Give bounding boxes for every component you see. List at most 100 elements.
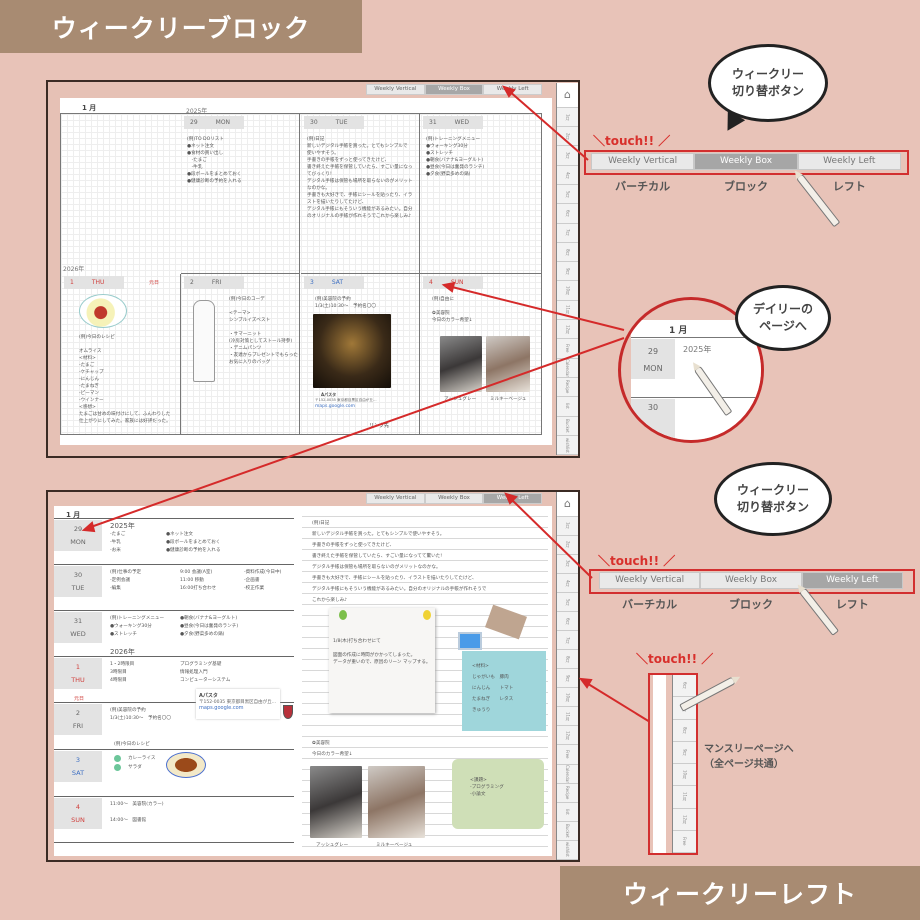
- month-tab[interactable]: 2月: [557, 535, 578, 555]
- month-tab[interactable]: 4月: [557, 165, 578, 185]
- note-line: デジタル手帳は保管も場所を取らないのがメリット: [307, 179, 413, 184]
- month-tab[interactable]: Calendar: [557, 358, 578, 378]
- month-tab[interactable]: 11月: [557, 300, 578, 321]
- seg-weekly-left[interactable]: Weekly Left: [797, 153, 901, 170]
- month-tab[interactable]: wishlist: [557, 840, 578, 860]
- seg-weekly-left[interactable]: Weekly Left: [801, 572, 903, 589]
- map-link[interactable]: maps.google.com: [199, 705, 244, 711]
- home-icon[interactable]: ⌂: [557, 83, 578, 108]
- month-tab[interactable]: 6月: [673, 675, 696, 698]
- home-icon[interactable]: ⌂: [557, 492, 578, 517]
- month-tab[interactable]: 1月: [557, 107, 578, 128]
- seg-weekly-vertical[interactable]: Weekly Vertical: [591, 153, 695, 170]
- note-line: これから楽しみ♪: [312, 598, 348, 603]
- highlight-box: [584, 150, 909, 175]
- month-tab[interactable]: Recipe: [557, 783, 578, 803]
- divider: [631, 337, 761, 338]
- month-tab[interactable]: Free: [557, 745, 578, 765]
- month-tab[interactable]: 4月: [557, 573, 578, 593]
- tasks-text: <課題>-プログラミング-小論文: [470, 777, 504, 798]
- month-tab[interactable]: 10月: [557, 688, 578, 708]
- month-tab[interactable]: 11月: [557, 707, 578, 727]
- month-tab[interactable]: 6月: [557, 611, 578, 631]
- month-tab[interactable]: Free: [673, 830, 696, 853]
- month-tab[interactable]: wishlist: [557, 435, 578, 456]
- month-tab[interactable]: 1月: [557, 516, 578, 536]
- month-tab[interactable]: 10月: [673, 764, 696, 787]
- month-tab[interactable]: Recipe: [557, 377, 578, 398]
- row-notes: ●朝食(バナナ&ヨーグルト)●昼食(今日は奮発のランチ)●夕食(野菜多めの鍋): [180, 615, 238, 639]
- tab-weekly-left[interactable]: Weekly Left: [483, 493, 543, 504]
- note-line: (例)トレーニングメニュー: [426, 137, 481, 142]
- tab-weekly-box[interactable]: Weekly Box: [424, 493, 484, 504]
- note-line: 11:00〜 美容院(カラー): [110, 802, 164, 807]
- month-tab[interactable]: 6月: [557, 204, 578, 224]
- month-tab[interactable]: 9月: [557, 669, 578, 689]
- tab-weekly-vertical[interactable]: Weekly Vertical: [366, 84, 425, 95]
- tab-weekly-vertical[interactable]: Weekly Vertical: [366, 493, 425, 504]
- seg-weekly-box[interactable]: Weekly Box: [694, 153, 798, 170]
- map-link[interactable]: maps.google.com: [315, 404, 356, 409]
- note-line: -資料作成(今日中): [244, 570, 282, 575]
- month-tab[interactable]: Bucket: [557, 821, 578, 841]
- month-tab[interactable]: list: [557, 802, 578, 822]
- month-tab[interactable]: 8月: [673, 719, 696, 742]
- month-tab[interactable]: 3月: [557, 554, 578, 574]
- place-card[interactable]: Aパスタ〒152-0035 東京都目黒区自由が丘…maps.google.com: [196, 689, 280, 719]
- month-tab[interactable]: 9月: [557, 262, 578, 282]
- month-tab[interactable]: 7月: [557, 630, 578, 651]
- seg-weekly-vertical[interactable]: Weekly Vertical: [599, 572, 701, 589]
- note-line: <課題>: [470, 778, 487, 783]
- month-tab[interactable]: 2月: [557, 127, 578, 147]
- month-tab[interactable]: 5月: [557, 592, 578, 612]
- day-notes: (例)今日のレシピ オムライス<材料>-たまご-ケチャップ-にんじん-たまねぎ-…: [79, 334, 171, 425]
- arrowhead: [578, 677, 593, 689]
- month-tab[interactable]: Bucket: [557, 416, 578, 436]
- month-tab[interactable]: 5月: [557, 184, 578, 205]
- weekly-switch-tabs: Weekly Vertical Weekly Box Weekly Left: [366, 84, 543, 95]
- month-tab[interactable]: 12月: [673, 808, 696, 831]
- month-tab[interactable]: 12月: [557, 726, 578, 746]
- month-tab[interactable]: 9月: [673, 741, 696, 764]
- year-label: 2026年: [110, 648, 135, 656]
- tab-weekly-box[interactable]: Weekly Box: [424, 84, 484, 95]
- month-tab[interactable]: Free: [557, 339, 578, 359]
- month-tab[interactable]: 3月: [557, 146, 578, 166]
- note-line: -牛乳: [187, 165, 203, 170]
- month-tab[interactable]: 12月: [557, 320, 578, 340]
- year-label: 2025年: [110, 522, 135, 530]
- month-tab[interactable]: 11月: [673, 786, 696, 809]
- month-tab[interactable]: 8月: [557, 242, 578, 263]
- month-tab[interactable]: 7月: [557, 223, 578, 243]
- month-tab[interactable]: 8月: [557, 650, 578, 670]
- month-tab[interactable]: list: [557, 397, 578, 417]
- tab-weekly-left[interactable]: Weekly Left: [483, 84, 543, 95]
- day-30-box[interactable]: 30: [631, 399, 675, 439]
- day-number: 3: [75, 755, 81, 764]
- speech-bubble-switch: ウィークリー 切り替ボタン: [708, 44, 828, 122]
- speech-bubble-switch-2: ウィークリー 切り替ボタン: [714, 462, 832, 536]
- day-number: 4: [75, 802, 81, 811]
- month-tab[interactable]: Calendar: [557, 764, 578, 784]
- month-tab[interactable]: 10月: [557, 281, 578, 301]
- day-of-week: THU: [71, 676, 85, 685]
- row-heading: (例)今日のレシピ: [114, 742, 150, 747]
- seg-weekly-box[interactable]: Weekly Box: [700, 572, 802, 589]
